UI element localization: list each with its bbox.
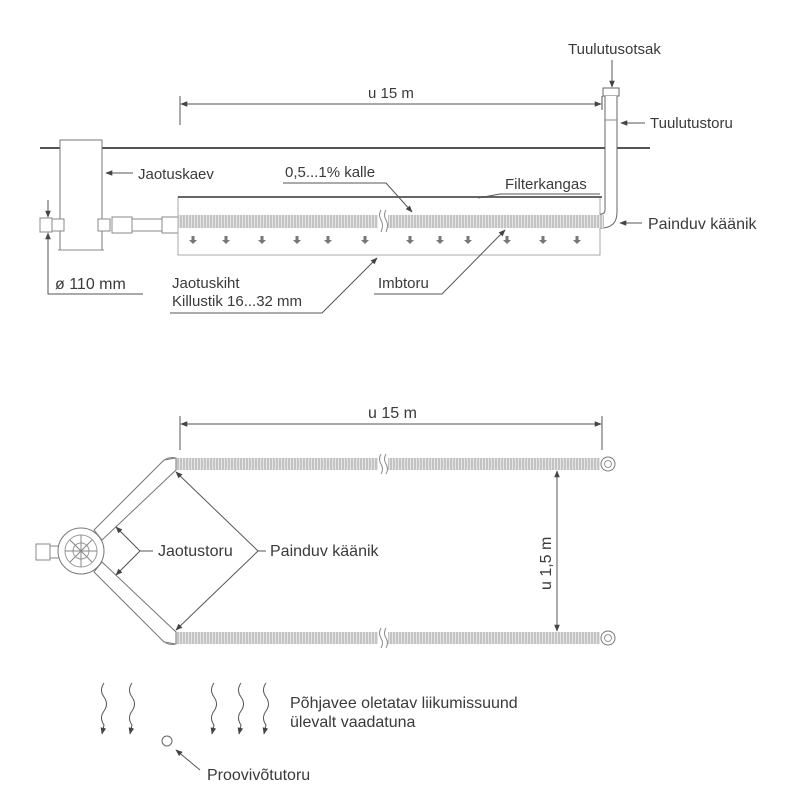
length-dimension-plan: u 15 m xyxy=(179,405,603,450)
down-arrow-icon xyxy=(222,236,230,244)
diameter-label: ø 110 mm xyxy=(55,276,126,293)
plan-view: u 15 m u 1,5 m Jaotustoru Paindu xyxy=(35,405,616,784)
well-label: Jaotuskaev xyxy=(138,166,214,183)
down-arrow-icon xyxy=(293,236,301,244)
infiltration-pipe xyxy=(178,215,604,228)
sampling-pipe xyxy=(161,735,173,747)
end-cap-bottom xyxy=(600,630,616,646)
groundwater-label-1: Põhjavee oletatav liikumissuund xyxy=(290,695,518,712)
wavy-arrow-icon xyxy=(237,682,244,735)
vent-pipe-label: Tuulutustoru xyxy=(650,115,733,132)
filter-fabric-label: Filterkangas xyxy=(505,176,587,193)
distribution-pipes xyxy=(35,457,177,645)
end-cap-top xyxy=(600,456,616,472)
down-arrow-icon xyxy=(361,236,369,244)
down-arrow-icon xyxy=(539,236,547,244)
down-arrow-icon xyxy=(436,236,444,244)
wavy-arrow-icon xyxy=(128,682,135,735)
wavy-arrow-icon xyxy=(262,682,269,735)
distribution-well xyxy=(39,139,179,251)
vent-pipe xyxy=(600,87,620,229)
length-label: u 15 m xyxy=(368,85,414,102)
groundwater-flow-arrows xyxy=(100,682,269,735)
length-dimension: u 15 m xyxy=(179,85,603,125)
sampling-pipe-label: Proovivõtutoru xyxy=(207,767,310,784)
side-view: u 15 m Tuulutusotsak Tuulutustoru Jaotus… xyxy=(39,41,758,314)
length-label-plan: u 15 m xyxy=(368,405,417,422)
wavy-arrow-icon xyxy=(210,682,217,735)
vent-cap-label: Tuulutusotsak xyxy=(568,41,661,58)
distribution-layer-label: Jaotuskiht xyxy=(172,275,240,292)
down-arrow-icon xyxy=(573,236,581,244)
slope-label: 0,5...1% kalle xyxy=(285,164,375,181)
gravel-label: Killustik 16...32 mm xyxy=(172,293,302,310)
flow-arrows xyxy=(189,236,581,244)
down-arrow-icon xyxy=(258,236,266,244)
down-arrow-icon xyxy=(189,236,197,244)
wavy-arrow-icon xyxy=(100,682,107,735)
flexible-bend-label-side: Painduv käänik xyxy=(648,216,758,233)
groundwater-label-2: ülevalt vaadatuna xyxy=(290,714,416,731)
gravel-bed xyxy=(177,196,604,256)
down-arrow-icon xyxy=(503,236,511,244)
down-arrow-icon xyxy=(464,236,472,244)
down-arrow-icon xyxy=(324,236,332,244)
width-label: u 1,5 m xyxy=(538,537,555,590)
down-arrow-icon xyxy=(406,236,414,244)
infiltration-pipe-label: Imbtoru xyxy=(378,275,429,292)
distribution-pipe-label: Jaotustoru xyxy=(158,543,233,560)
flexible-bend-label-plan: Painduv käänik xyxy=(270,543,380,560)
